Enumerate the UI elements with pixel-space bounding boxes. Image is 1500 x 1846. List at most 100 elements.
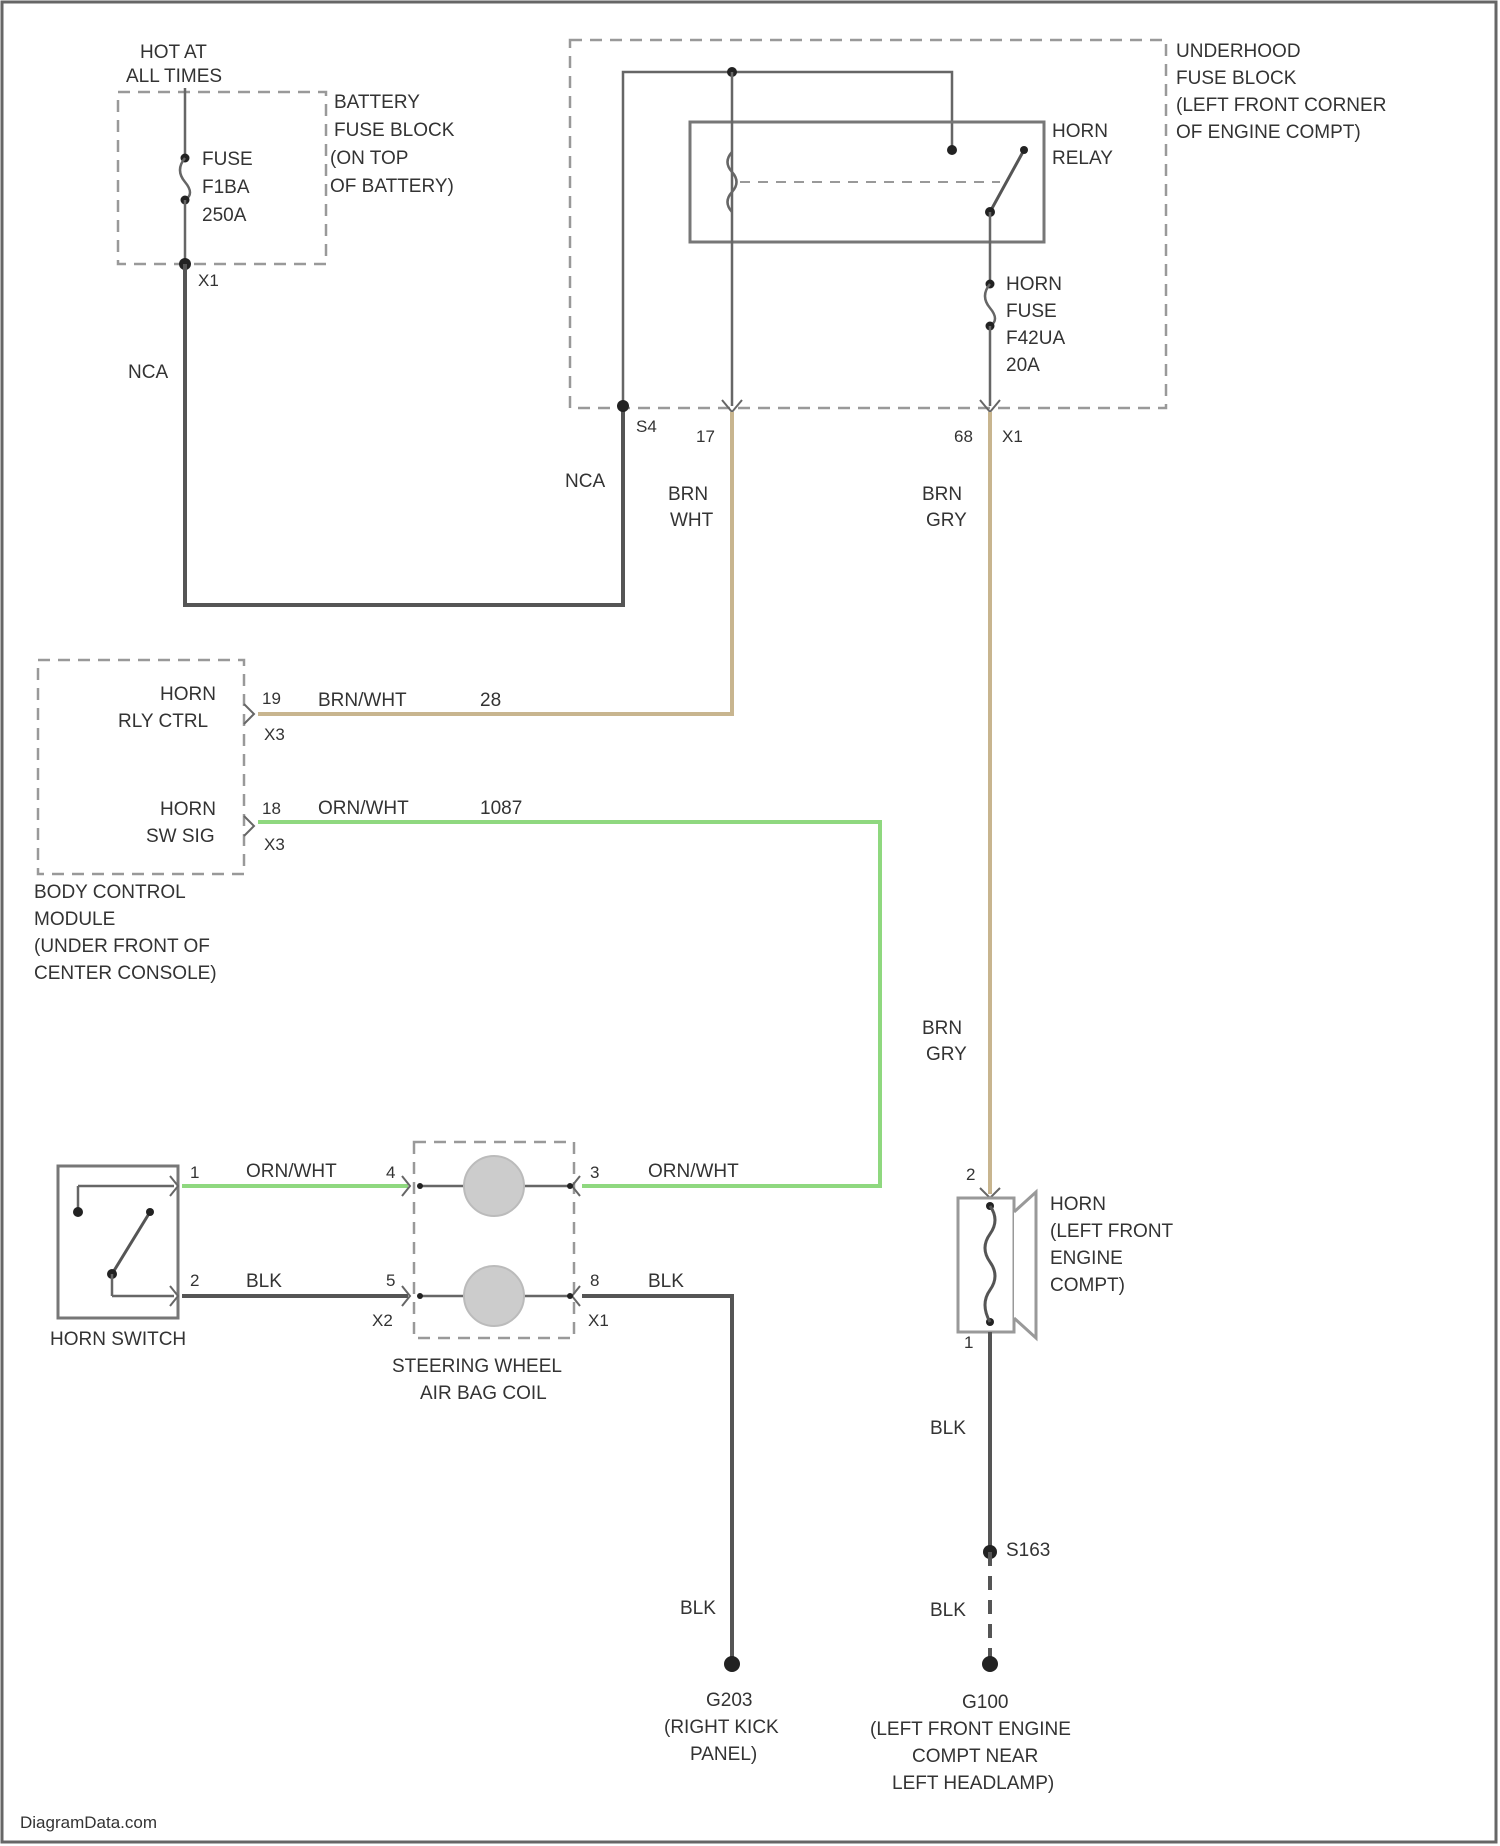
ground-g100-symbol <box>982 1656 998 1672</box>
bcm-name-line2: MODULE <box>34 909 115 930</box>
air-bag-coil: 4 5 X2 3 8 X1 STEERING WHEEL AIR BAG COI… <box>372 1142 609 1404</box>
underhood-fuse-block-outline <box>570 40 1166 408</box>
horn-fuse-line1: HORN <box>1006 274 1062 295</box>
brn-wht-label-1: BRN <box>668 484 708 505</box>
horn-label-line3: ENGINE <box>1050 1248 1123 1269</box>
horn-pin-1: 1 <box>964 1333 973 1352</box>
coil-label-line1: STEERING WHEEL <box>392 1356 562 1377</box>
coil-pin-5: 5 <box>386 1271 395 1290</box>
underhood-title-line4: OF ENGINE COMPT) <box>1176 122 1361 143</box>
coil-pin-3: 3 <box>590 1163 599 1182</box>
watermark: DiagramData.com <box>20 1813 157 1832</box>
underhood-pin-68: 68 <box>954 427 973 446</box>
battery-fuse-block: HOT AT ALL TIMES FUSE F1BA 250A BATTERY … <box>118 42 455 290</box>
horn-relay-line2: RELAY <box>1052 148 1113 169</box>
underhood-pin-17: 17 <box>696 427 715 446</box>
horn-relay-line1: HORN <box>1052 121 1108 142</box>
underhood-title-line1: UNDERHOOD <box>1176 41 1301 62</box>
bcm-horn-sw-line2: SW SIG <box>146 826 215 847</box>
bcm-name-line4: CENTER CONSOLE) <box>34 963 217 984</box>
ground-g203-name: G203 <box>706 1690 752 1711</box>
ground-g100: G100 (LEFT FRONT ENGINE COMPT NEAR LEFT … <box>870 1656 1071 1794</box>
underhood-connector-x1: X1 <box>1002 427 1023 446</box>
fuse-f1ba-line3: 250A <box>202 205 247 226</box>
brn-gry-low-label-2: GRY <box>926 1044 967 1065</box>
splice-ground-wire-color: BLK <box>930 1600 966 1621</box>
hot-at-all-times-line2: ALL TIMES <box>126 66 222 87</box>
brn-gry-label-1: BRN <box>922 484 962 505</box>
brn-wht-wire <box>258 412 732 714</box>
ground-g100-loc2: COMPT NEAR <box>912 1746 1038 1767</box>
battery-connector-x1: X1 <box>198 271 219 290</box>
brn-gry-low-label-1: BRN <box>922 1018 962 1039</box>
bcm-rly-wire-color: BRN/WHT <box>318 690 407 711</box>
ground-g203: G203 (RIGHT KICK PANEL) <box>664 1656 779 1765</box>
battery-fuse-block-line4: OF BATTERY) <box>330 176 454 197</box>
air-bag-coil-top-symbol <box>464 1156 524 1216</box>
horn-fuse-line2: FUSE <box>1006 301 1057 322</box>
switch-top-wire-color: ORN/WHT <box>246 1161 337 1182</box>
horn-bell <box>1014 1192 1036 1338</box>
horn-label-line2: (LEFT FRONT <box>1050 1221 1174 1242</box>
horn-fuse-line3: F42UA <box>1006 328 1065 349</box>
horn-ground-wire-color: BLK <box>930 1418 966 1439</box>
horn-fuse-symbol <box>985 284 995 326</box>
nca-wire <box>185 264 623 605</box>
splice-s163-label: S163 <box>1006 1540 1050 1561</box>
ground-g100-loc3: LEFT HEADLAMP) <box>892 1773 1054 1794</box>
horn-label-line4: COMPT) <box>1050 1275 1125 1296</box>
bcm-horn-rly-line2: RLY CTRL <box>118 711 208 732</box>
bcm-rly-wire-circuit: 28 <box>480 690 501 711</box>
switch-bottom-wire-color: BLK <box>246 1271 282 1292</box>
bcm-pin-19: 19 <box>262 689 281 708</box>
body-control-module: HORN RLY CTRL HORN SW SIG 19 X3 18 X3 BO… <box>34 660 285 984</box>
ground-g203-symbol <box>724 1656 740 1672</box>
underhood-fuse-block: UNDERHOOD FUSE BLOCK (LEFT FRONT CORNER … <box>570 40 1386 446</box>
horn-label-line1: HORN <box>1050 1194 1106 1215</box>
coil-conn-x1: X1 <box>588 1311 609 1330</box>
coil-bottom-wire-color: BLK <box>648 1271 684 1292</box>
orn-wht-bcm-wire <box>258 822 880 1186</box>
horn-switch-label: HORN SWITCH <box>50 1329 186 1350</box>
bcm-conn-x3-sw: X3 <box>264 835 285 854</box>
bcm-pin-18: 18 <box>262 799 281 818</box>
coil-label-line2: AIR BAG COIL <box>420 1383 547 1404</box>
air-bag-coil-bottom-symbol <box>464 1266 524 1326</box>
bcm-horn-rly-line1: HORN <box>160 684 216 705</box>
horn-switch-pin-2: 2 <box>190 1271 199 1290</box>
horn-pin-2: 2 <box>966 1165 975 1184</box>
battery-fuse-block-line3: (ON TOP <box>330 148 408 169</box>
battery-fuse-block-line1: BATTERY <box>334 92 420 113</box>
coil-top-wire-color: ORN/WHT <box>648 1161 739 1182</box>
coil-conn-x2: X2 <box>372 1311 393 1330</box>
ground-g100-name: G100 <box>962 1692 1008 1713</box>
underhood-pin-s4: S4 <box>636 417 657 436</box>
horn-switch-contact <box>112 1212 150 1274</box>
battery-fuse-block-line2: FUSE BLOCK <box>334 120 455 141</box>
bcm-name-line1: BODY CONTROL <box>34 882 186 903</box>
horn-switch: 1 2 HORN SWITCH <box>50 1163 199 1350</box>
brn-gry-label-2: GRY <box>926 510 967 531</box>
bcm-sw-wire-circuit: 1087 <box>480 798 522 819</box>
nca-label-1: NCA <box>128 362 168 383</box>
coil-pin-8: 8 <box>590 1271 599 1290</box>
bcm-conn-x3-rly: X3 <box>264 725 285 744</box>
ground-g203-loc2: PANEL) <box>690 1744 757 1765</box>
ground-g100-loc1: (LEFT FRONT ENGINE <box>870 1719 1071 1740</box>
horn-switch-pin-1: 1 <box>190 1163 199 1182</box>
bcm-horn-sw-line1: HORN <box>160 799 216 820</box>
bcm-sw-wire-color: ORN/WHT <box>318 798 409 819</box>
fuse-f1ba-symbol <box>180 158 190 200</box>
nca-label-2: NCA <box>565 471 605 492</box>
horn-fuse-line4: 20A <box>1006 355 1040 376</box>
ground-g203-loc1: (RIGHT KICK <box>664 1717 779 1738</box>
hot-at-all-times-line1: HOT AT <box>140 42 207 63</box>
underhood-title-line2: FUSE BLOCK <box>1176 68 1297 89</box>
underhood-title-line3: (LEFT FRONT CORNER <box>1176 95 1386 116</box>
ground-left-wire-color: BLK <box>680 1598 716 1619</box>
brn-wht-label-2: WHT <box>670 510 714 531</box>
fuse-f1ba-line2: F1BA <box>202 177 250 198</box>
coil-pin-4: 4 <box>386 1163 395 1182</box>
